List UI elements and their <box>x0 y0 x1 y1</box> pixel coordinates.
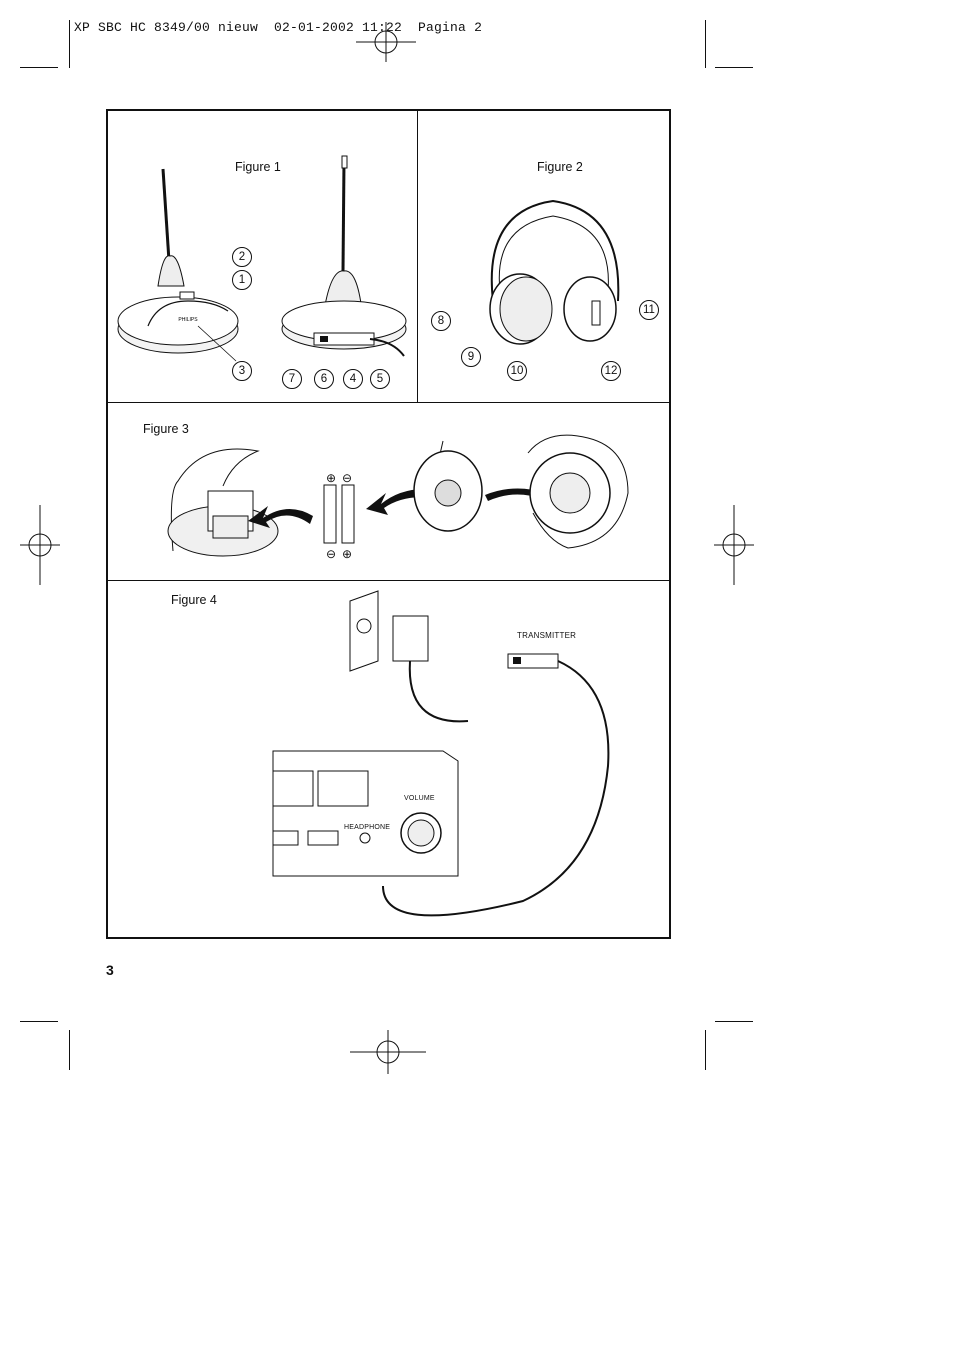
crop-mark <box>705 1030 706 1070</box>
callout-6: 6 <box>314 369 334 389</box>
divider <box>108 402 669 403</box>
transmitter-rear-illustration <box>281 155 407 357</box>
page-number: 3 <box>106 962 114 978</box>
transmitter-side-illustration <box>382 653 610 917</box>
battery-polarity: ⊖ <box>326 547 337 561</box>
crop-mark <box>715 67 753 68</box>
crop-mark <box>715 1021 753 1022</box>
registration-mark <box>20 505 60 585</box>
registration-mark <box>350 1030 426 1074</box>
crop-mark <box>69 1030 70 1070</box>
headphone-label: HEADPHONE <box>344 824 391 831</box>
divider <box>108 580 669 581</box>
insert-arrow <box>248 506 313 528</box>
earcup-open-illustration <box>413 440 483 532</box>
crop-mark <box>69 20 70 68</box>
registration-mark <box>356 22 416 62</box>
wall-socket-illustration <box>349 590 469 723</box>
divider <box>417 111 418 402</box>
callout-8: 8 <box>431 311 451 331</box>
battery-polarity: ⊕ <box>326 471 337 485</box>
callout-2: 2 <box>232 247 252 267</box>
batteries-illustration <box>323 484 355 544</box>
volume-label: VOLUME <box>404 795 435 802</box>
callout-7: 7 <box>282 369 302 389</box>
crop-mark <box>705 20 706 68</box>
hand-earcup-illustration <box>527 434 629 549</box>
crop-mark <box>20 1021 58 1022</box>
callout-5: 5 <box>370 369 390 389</box>
callout-3: 3 <box>232 361 252 381</box>
callout-12: 12 <box>601 361 621 381</box>
callout-9: 9 <box>461 347 481 367</box>
figure3-label: Figure 3 <box>143 422 189 436</box>
print-header: XP SBC HC 8349/00 nieuw 02-01-2002 11:22… <box>74 20 483 35</box>
callout-11: 11 <box>639 300 659 320</box>
figure4-label: Figure 4 <box>171 593 217 607</box>
brand-logo: PHILIPS <box>178 317 198 323</box>
callout-10: 10 <box>507 361 527 381</box>
battery-compartment-illustration <box>167 448 279 557</box>
figure1-label: Figure 1 <box>235 160 281 174</box>
figure-frame: Figure 1 PHILIPS 2 1 3 7 6 4 5 Figure 2 … <box>106 109 671 939</box>
battery-polarity: ⊖ <box>342 471 353 485</box>
transmitter-label: TRANSMITTER <box>517 631 577 640</box>
headphones-illustration <box>489 199 620 345</box>
stereo-amplifier-illustration <box>272 750 459 877</box>
callout-1: 1 <box>232 270 252 290</box>
crop-mark <box>20 67 58 68</box>
callout-4: 4 <box>343 369 363 389</box>
transmitter-front-illustration: PHILIPS <box>117 168 239 362</box>
battery-polarity: ⊕ <box>342 547 353 561</box>
registration-mark <box>714 505 754 585</box>
figure2-label: Figure 2 <box>537 160 583 174</box>
